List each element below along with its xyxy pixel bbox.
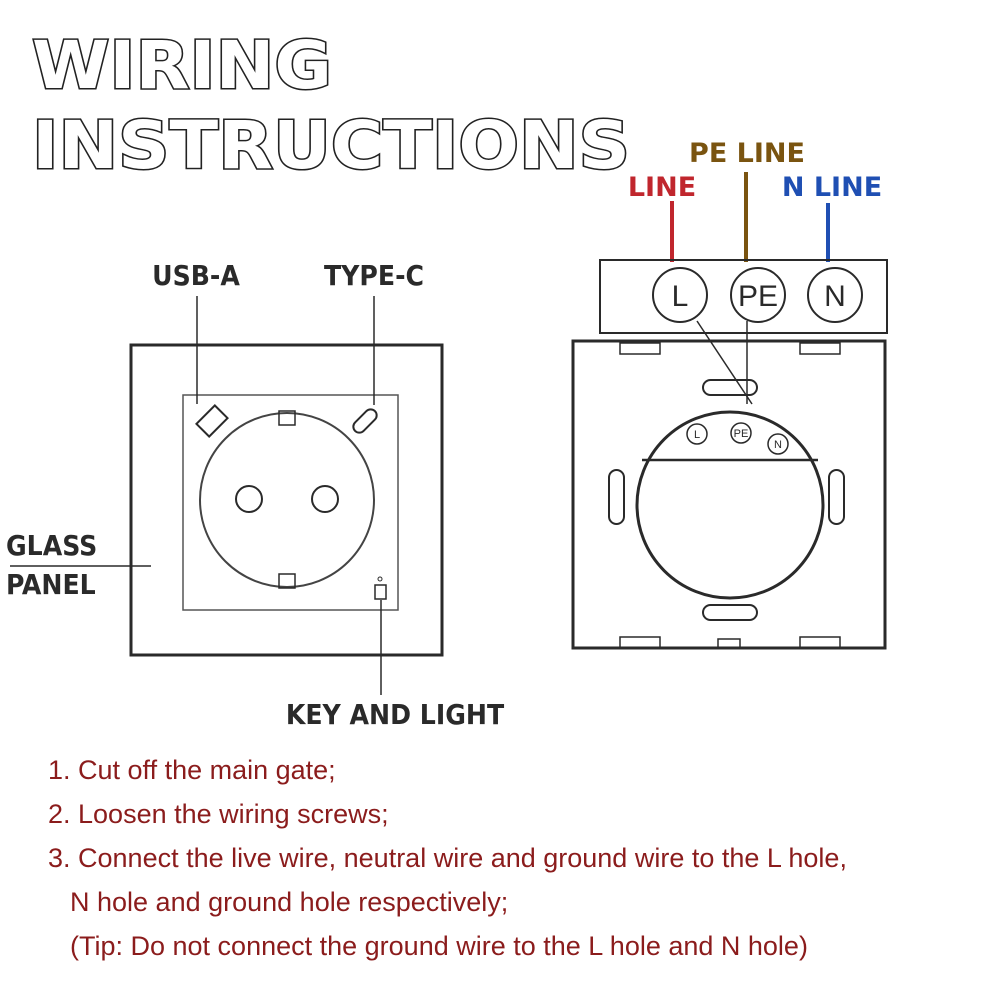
instruction-steps: 1. Cut off the main gate; 2. Loosen the … — [48, 748, 988, 968]
step-2: 2. Loosen the wiring screws; — [48, 799, 389, 829]
key-and-light-button — [374, 584, 387, 600]
socket-well — [199, 412, 375, 588]
type-c-port — [352, 408, 378, 434]
mount-slot-left — [608, 469, 625, 525]
clip-top-right — [799, 342, 841, 355]
glass-panel-frame — [129, 343, 444, 657]
module-terminal-n-label: N — [774, 439, 782, 451]
terminal-n — [807, 267, 863, 323]
glass-panel-label-line-1: GLASS — [6, 529, 97, 562]
back-view — [571, 172, 888, 650]
mount-slot-right — [828, 469, 845, 525]
clip-bottom-right — [799, 636, 841, 649]
front-view — [10, 296, 444, 695]
indicator-light — [377, 576, 383, 582]
mount-slot-top — [702, 379, 758, 396]
glass-panel-label-line-2: PANEL — [6, 568, 96, 601]
terminal-block — [599, 259, 888, 334]
terminal-pe — [730, 267, 786, 323]
earth-clip-top — [278, 410, 296, 426]
socket-hole-left — [235, 485, 263, 513]
earth-clip-bottom — [278, 573, 296, 589]
module-terminal-l — [686, 423, 708, 445]
socket-module — [635, 410, 825, 600]
mount-slot-bottom — [702, 604, 758, 621]
step-1: 1. Cut off the main gate; — [48, 755, 336, 785]
usb-a-port — [195, 404, 229, 438]
l-leader — [696, 320, 753, 405]
terminal-l — [652, 267, 708, 323]
title-line-1: WIRING — [32, 27, 332, 104]
line-label: LINE — [628, 172, 696, 203]
step-tip: (Tip: Do not connect the ground wire to … — [70, 931, 808, 961]
back-panel-frame — [571, 339, 887, 650]
usb-a-label: USB-A — [152, 259, 240, 292]
terminal-l-label: L — [672, 280, 689, 313]
module-terminal-n — [767, 433, 789, 455]
n-line-label: N LINE — [782, 172, 882, 203]
key-and-light-label: KEY AND LIGHT — [286, 698, 505, 731]
step-3: 3. Connect the live wire, neutral wire a… — [48, 843, 847, 873]
socket-plate — [182, 394, 399, 611]
terminal-n-label: N — [824, 280, 846, 313]
title-line-2: INSTRUCTIONS — [32, 107, 630, 184]
terminal-pe-label: PE — [738, 280, 778, 313]
module-terminal-l-label: L — [694, 429, 700, 441]
socket-hole-right — [311, 485, 339, 513]
type-c-label: TYPE-C — [324, 259, 424, 292]
clip-bottom-left — [619, 636, 661, 649]
module-terminal-pe-label: PE — [734, 428, 749, 440]
clip-bottom-center — [717, 638, 741, 649]
step-3-continued: N hole and ground hole respectively; — [70, 887, 509, 917]
clip-top-left — [619, 342, 661, 355]
pe-line-label: PE LINE — [689, 138, 805, 169]
module-terminal-pe — [730, 422, 752, 444]
